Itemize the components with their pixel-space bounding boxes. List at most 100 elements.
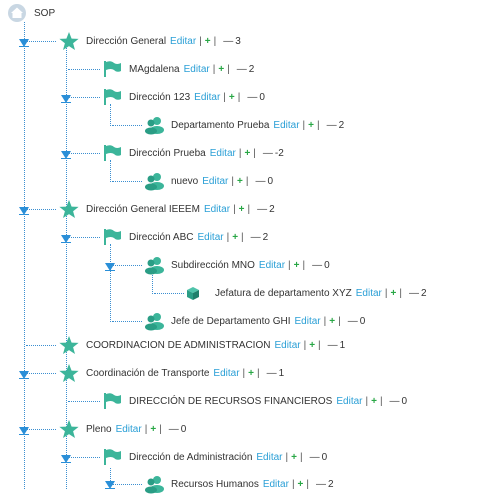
users-icon bbox=[143, 311, 165, 331]
tree-root[interactable]: SOP bbox=[6, 3, 55, 23]
edit-link[interactable]: Editar bbox=[202, 175, 229, 187]
tree-node-coordinacion-administracion[interactable]: COORDINACION DE ADMINISTRACION Editar|+|… bbox=[58, 335, 345, 355]
flag-icon bbox=[101, 59, 123, 79]
remove-button[interactable]: — bbox=[266, 367, 277, 379]
edit-link[interactable]: Editar bbox=[183, 63, 210, 75]
node-label: Subdirección MNO bbox=[171, 259, 255, 271]
add-child-button[interactable]: + bbox=[228, 91, 235, 103]
collapse-toggle[interactable] bbox=[61, 95, 71, 103]
edit-link[interactable]: Editar bbox=[294, 315, 321, 327]
add-child-button[interactable]: + bbox=[297, 478, 304, 490]
star-icon bbox=[58, 31, 80, 51]
edit-link[interactable]: Editar bbox=[256, 451, 283, 463]
collapse-toggle[interactable] bbox=[105, 481, 115, 489]
node-label: Jefe de Departamento GHI bbox=[171, 315, 291, 327]
add-child-button[interactable]: + bbox=[218, 63, 225, 75]
home-icon bbox=[6, 3, 28, 23]
add-child-button[interactable]: + bbox=[309, 339, 316, 351]
add-child-button[interactable]: + bbox=[150, 423, 157, 435]
tree-node-recursos-humanos[interactable]: Recursos Humanos Editar|+|—2 bbox=[143, 474, 334, 494]
collapse-toggle[interactable] bbox=[19, 427, 29, 435]
tree-node-pleno[interactable]: Pleno Editar|+|—0 bbox=[58, 419, 186, 439]
add-child-button[interactable]: + bbox=[390, 287, 397, 299]
remove-button[interactable]: — bbox=[250, 231, 261, 243]
flag-icon bbox=[101, 87, 123, 107]
remove-button[interactable]: — bbox=[262, 147, 273, 159]
node-label: COORDINACION DE ADMINISTRACION bbox=[86, 339, 271, 351]
edit-link[interactable]: Editar bbox=[209, 147, 236, 159]
edit-link[interactable]: Editar bbox=[213, 367, 240, 379]
tree-node-jefatura-xyz[interactable]: Jefatura de departamento XYZ Editar|+|—2 bbox=[185, 283, 427, 303]
edit-link[interactable]: Editar bbox=[262, 478, 289, 490]
node-label: Recursos Humanos bbox=[171, 478, 259, 490]
remove-button[interactable]: — bbox=[389, 395, 400, 407]
remove-button[interactable]: — bbox=[257, 203, 268, 215]
edit-link[interactable]: Editar bbox=[258, 259, 286, 271]
tree-node-departamento-prueba[interactable]: Departamento Prueba Editar|+|—2 bbox=[143, 115, 344, 135]
add-child-button[interactable]: + bbox=[204, 35, 211, 47]
collapse-toggle[interactable] bbox=[61, 455, 71, 463]
node-label: nuevo bbox=[171, 175, 199, 187]
star-icon bbox=[58, 335, 80, 355]
remove-button[interactable]: — bbox=[316, 478, 326, 490]
remove-button[interactable]: — bbox=[168, 423, 179, 435]
tree-node-magdalena[interactable]: MAgdalena Editar|+|—2 bbox=[101, 59, 254, 79]
edit-link[interactable]: Editar bbox=[203, 203, 231, 215]
edit-link[interactable]: Editar bbox=[115, 423, 142, 435]
add-child-button[interactable]: + bbox=[329, 315, 336, 327]
add-child-button[interactable]: + bbox=[248, 367, 254, 379]
tree-node-nuevo[interactable]: nuevo Editar|+|—0 bbox=[143, 171, 273, 191]
remove-button[interactable]: — bbox=[347, 315, 358, 327]
remove-button[interactable]: — bbox=[247, 91, 258, 103]
edit-link[interactable]: Editar bbox=[274, 339, 301, 351]
tree-node-direccion-prueba[interactable]: Dirección Prueba Editar|+|—-2 bbox=[101, 143, 284, 163]
remove-button[interactable]: — bbox=[223, 35, 234, 47]
tree-node-direccion-administracion[interactable]: Dirección de Administración Editar|+|—0 bbox=[101, 447, 327, 467]
tree-node-direccion-general[interactable]: Dirección General Editar|+|—3 bbox=[58, 31, 241, 51]
collapse-toggle[interactable] bbox=[19, 207, 29, 215]
tree-node-direccion-recursos-financieros[interactable]: DIRECCIÓN DE RECURSOS FINANCIEROS Editar… bbox=[101, 391, 407, 411]
remove-button[interactable]: — bbox=[326, 119, 337, 131]
node-count: 2 bbox=[338, 119, 345, 131]
remove-button[interactable]: — bbox=[255, 175, 266, 187]
node-label: Dirección 123 bbox=[129, 91, 191, 103]
users-icon bbox=[143, 171, 165, 191]
edit-link[interactable]: Editar bbox=[273, 119, 300, 131]
flag-icon bbox=[101, 391, 123, 411]
tree-node-jefe-ghi[interactable]: Jefe de Departamento GHI Editar|+|—0 bbox=[143, 311, 365, 331]
edit-link[interactable]: Editar bbox=[336, 395, 363, 407]
node-count: 0 bbox=[324, 259, 330, 271]
add-child-button[interactable]: + bbox=[293, 259, 300, 271]
collapse-toggle[interactable] bbox=[61, 235, 71, 243]
edit-link[interactable]: Editar bbox=[197, 231, 224, 243]
tree-node-direccion-abc[interactable]: Dirección ABC Editar|+|—2 bbox=[101, 227, 268, 247]
collapse-toggle[interactable] bbox=[61, 151, 71, 159]
add-child-button[interactable]: + bbox=[236, 175, 243, 187]
tree-node-subdireccion-mno[interactable]: Subdirección MNO Editar|+|—0 bbox=[143, 255, 330, 275]
users-icon bbox=[143, 115, 165, 135]
node-count: 2 bbox=[269, 203, 275, 215]
add-child-button[interactable]: + bbox=[244, 147, 251, 159]
add-child-button[interactable]: + bbox=[232, 231, 239, 243]
star-icon bbox=[58, 199, 80, 219]
collapse-toggle[interactable] bbox=[19, 39, 29, 47]
collapse-toggle[interactable] bbox=[105, 263, 115, 271]
collapse-toggle[interactable] bbox=[19, 371, 29, 379]
add-child-button[interactable]: + bbox=[238, 203, 245, 215]
node-count: 1 bbox=[339, 339, 346, 351]
node-count: 0 bbox=[259, 91, 265, 103]
remove-button[interactable]: — bbox=[408, 287, 419, 299]
add-child-button[interactable]: + bbox=[371, 395, 377, 407]
edit-link[interactable]: Editar bbox=[355, 287, 382, 299]
remove-button[interactable]: — bbox=[309, 451, 320, 463]
remove-button[interactable]: — bbox=[312, 259, 323, 271]
tree-node-coordinacion-transporte[interactable]: Coordinación de Transporte Editar|+|—1 bbox=[58, 363, 284, 383]
edit-link[interactable]: Editar bbox=[194, 91, 221, 103]
add-child-button[interactable]: + bbox=[308, 119, 314, 131]
remove-button[interactable]: — bbox=[327, 339, 338, 351]
add-child-button[interactable]: + bbox=[291, 451, 297, 463]
remove-button[interactable]: — bbox=[236, 63, 247, 75]
tree-node-direccion-123[interactable]: Dirección 123 Editar|+|—0 bbox=[101, 87, 265, 107]
tree-node-direccion-general-ieeem[interactable]: Dirección General IEEEM Editar|+|—2 bbox=[58, 199, 275, 219]
edit-link[interactable]: Editar bbox=[170, 35, 197, 47]
